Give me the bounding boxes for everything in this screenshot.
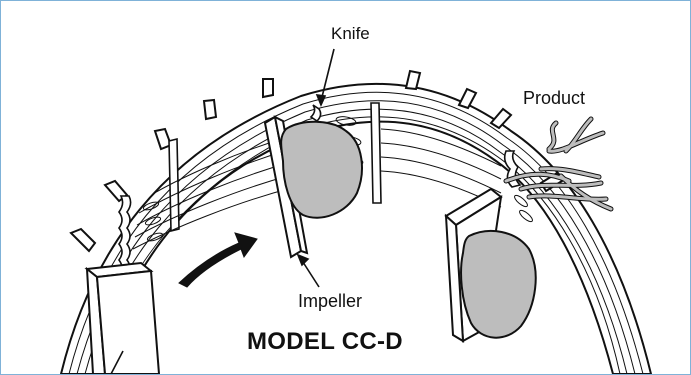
model-title: MODEL CC-D [247, 330, 403, 354]
knife-label: Knife [331, 25, 370, 42]
impeller-paddle-left [87, 263, 159, 374]
product-label: Product [523, 89, 585, 107]
impeller-label: Impeller [298, 292, 362, 310]
product-blob-right [461, 231, 536, 338]
rotation-arrow [179, 233, 257, 287]
product-blob-center [281, 122, 362, 218]
